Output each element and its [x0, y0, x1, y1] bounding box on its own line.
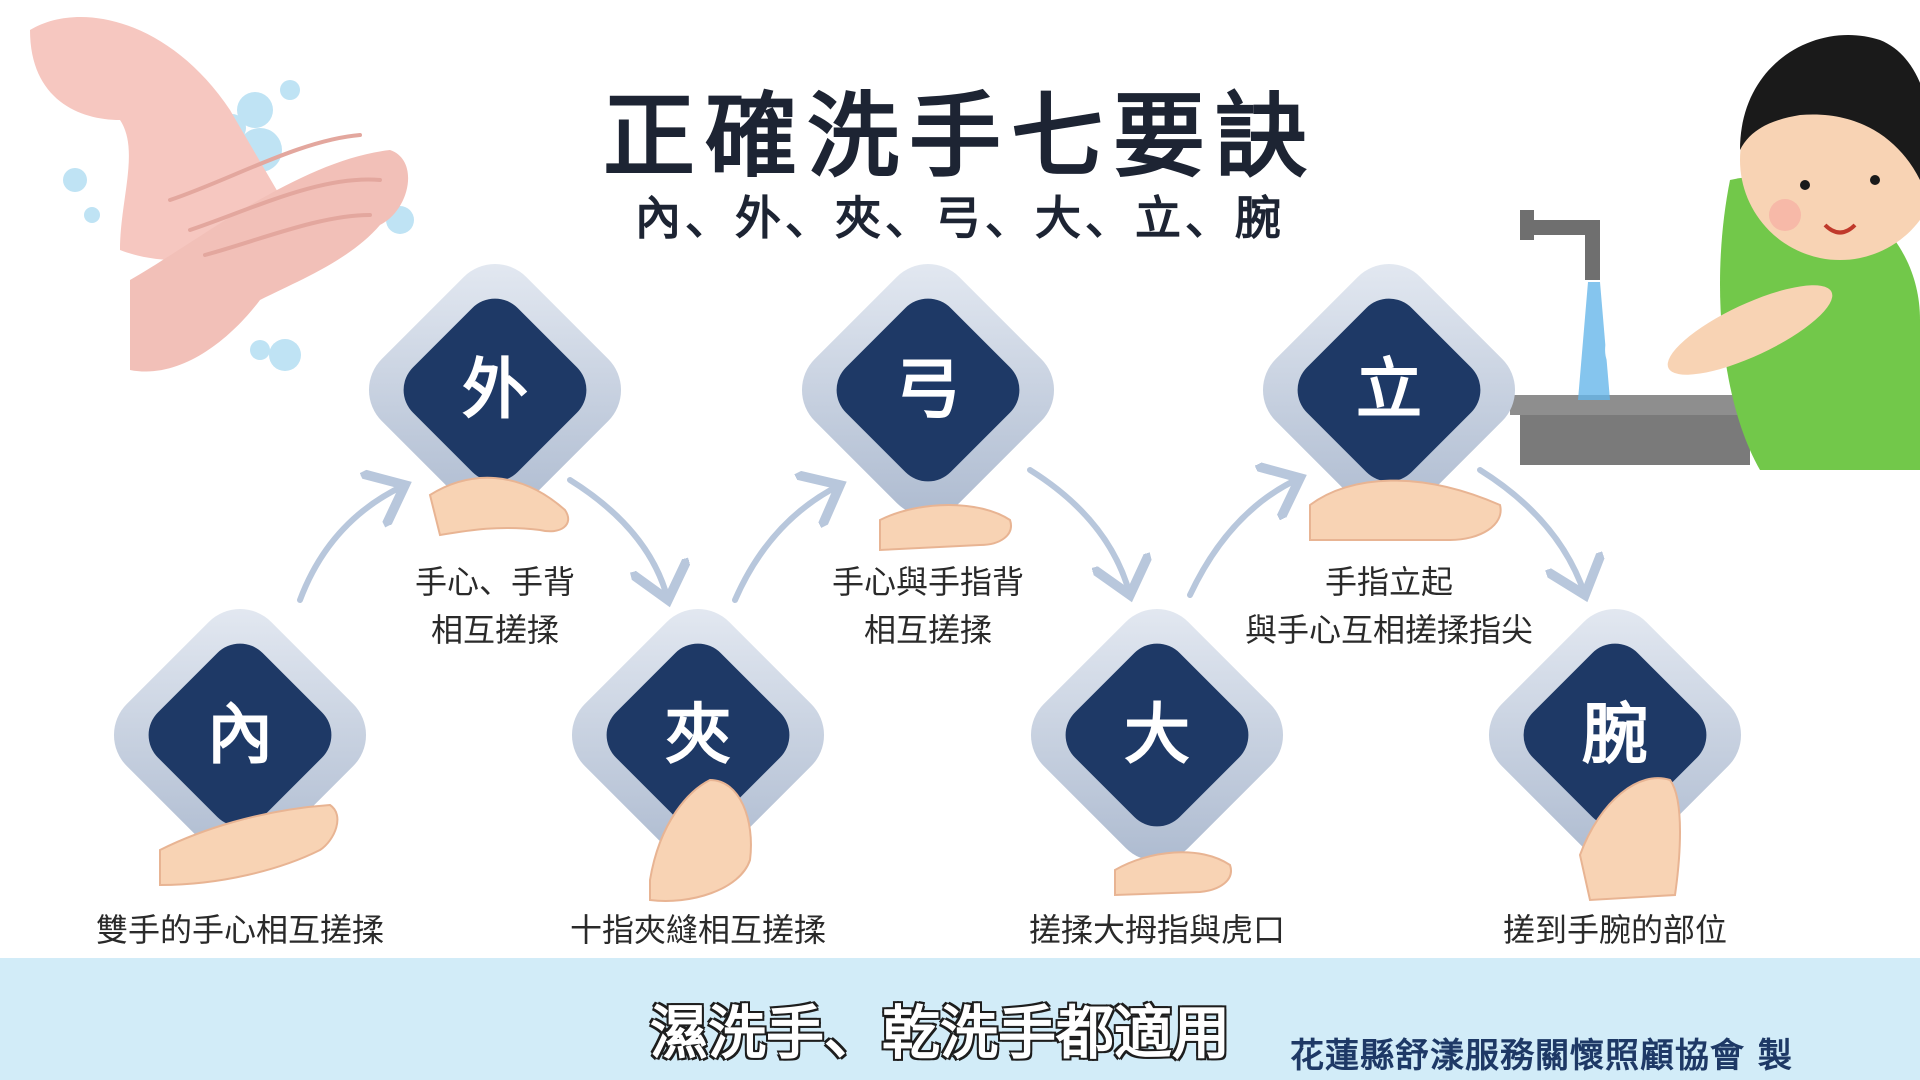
- step-letter: 內: [207, 696, 273, 773]
- arrow-6: [1477, 467, 1585, 595]
- hands-fingertips-upright-icon: [1309, 479, 1502, 541]
- arrow-4: [1027, 467, 1130, 595]
- hands-back-icon: [428, 476, 570, 537]
- step-caption-wai: 手心、手背 相互搓揉: [414, 563, 575, 649]
- hands-fingertips-icon: [879, 504, 1012, 552]
- step-caption-da: 搓揉大拇指與虎口: [1028, 911, 1285, 949]
- hands-palm-to-palm-icon: [159, 803, 339, 887]
- footer-band: [0, 958, 1920, 1080]
- step-letter: 立: [1356, 351, 1422, 428]
- hands-thumb-icon: [1114, 851, 1232, 897]
- washing-hands-illustration-icon: [30, 16, 414, 372]
- step-letter: 大: [1124, 696, 1190, 773]
- page-title: 正確洗手七要訣: [602, 83, 1317, 190]
- step-letter: 夾: [665, 696, 731, 773]
- footer-slogan: 濕洗手、乾洗手都適用: [649, 998, 1231, 1068]
- step-caption-wan: 搓到手腕的部位: [1502, 911, 1727, 949]
- arrow-3: [732, 485, 840, 603]
- step-letter: 外: [462, 351, 528, 428]
- arrow-2: [567, 477, 668, 600]
- step-caption-li: 手指立起 與手心互相搓揉指尖: [1244, 563, 1533, 649]
- step-caption-jia: 十指夾縫相互搓揉: [569, 911, 826, 949]
- arrow-1: [297, 485, 405, 603]
- page-subtitle: 內、外、夾、弓、大、立、腕: [635, 191, 1285, 245]
- step-caption-nei: 雙手的手心相互搓揉: [95, 911, 384, 949]
- hands-wrist-icon: [1578, 777, 1681, 902]
- arrow-5: [1187, 478, 1300, 598]
- hands-interlaced-icon: [649, 778, 752, 902]
- boy-washing-hands-illustration-icon: [1510, 35, 1920, 470]
- footer-credit: 花蓮縣舒漾服務關懷照顧協會 製: [1290, 1036, 1793, 1076]
- step-letter: 腕: [1582, 696, 1648, 773]
- step-letter: 弓: [895, 351, 961, 428]
- step-caption-gong: 手心與手指背 相互搓揉: [831, 563, 1024, 649]
